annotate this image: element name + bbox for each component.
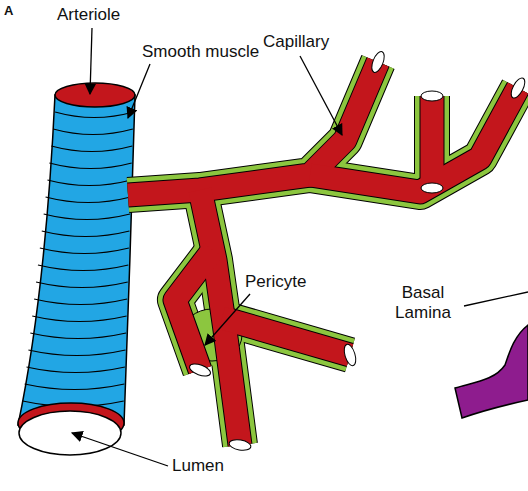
part-label: Arteriole: [57, 5, 120, 25]
muscle-rings: [23, 112, 134, 407]
basal-lamina-shape: [455, 325, 528, 418]
lumen-opening: [19, 411, 121, 455]
part-label: Pericyte: [245, 272, 306, 292]
part-label: Capillary: [263, 32, 329, 52]
arteriole-body: [18, 95, 135, 425]
capillary-network: [128, 50, 528, 452]
leader-lines: [72, 28, 528, 466]
part-label: Lumen: [172, 456, 224, 476]
part-label: Basal Lamina: [383, 283, 463, 322]
panel-letter: A: [4, 4, 13, 19]
part-label: Smooth muscle: [142, 42, 259, 62]
